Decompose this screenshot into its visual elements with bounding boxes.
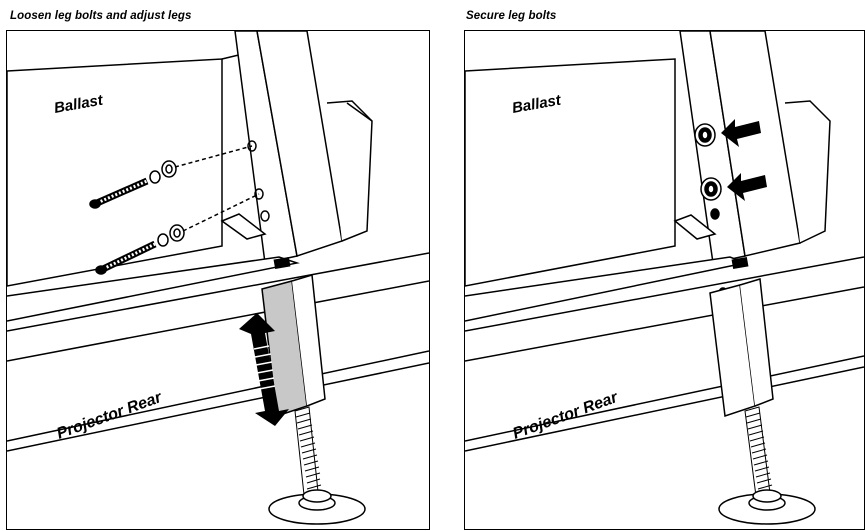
projector-rear-rail: [7, 350, 429, 442]
leg-secure-illustration: Ballast Projector Rear: [465, 31, 864, 525]
arrow-icon: [727, 173, 767, 201]
bolt-icon: [95, 240, 157, 275]
label-ballast: Ballast: [511, 91, 563, 116]
arrow-icon: [721, 119, 761, 147]
illustration-frame: Ballast Projector Rear: [6, 30, 430, 530]
leg-adjust-illustration: Ballast Projector Rear: [7, 31, 429, 525]
label-projector-rear: Projector Rear: [55, 389, 165, 443]
bolt-icon: [700, 177, 722, 201]
washer-icon: [157, 233, 169, 247]
label-projector-rear: Projector Rear: [511, 389, 621, 443]
double-arrow-icon: [239, 313, 289, 426]
bolt-icon: [89, 177, 149, 209]
label-ballast: Ballast: [53, 91, 105, 116]
bolt-icon: [694, 123, 716, 147]
washer-icon: [149, 170, 161, 184]
panel-loosen: Loosen leg bolts and adjust legs: [6, 0, 431, 531]
ballast-box: [7, 58, 223, 287]
projector-rear-rail: [465, 355, 864, 442]
panel-title: Loosen leg bolts and adjust legs: [10, 10, 192, 22]
ballast-box: [465, 58, 676, 287]
side-bracket: [784, 100, 831, 244]
panel-secure: Secure leg bolts: [464, 0, 866, 531]
illustration-frame: Ballast Projector Rear: [464, 30, 865, 530]
panel-title: Secure leg bolts: [466, 10, 557, 22]
rail-upper: [7, 256, 300, 322]
